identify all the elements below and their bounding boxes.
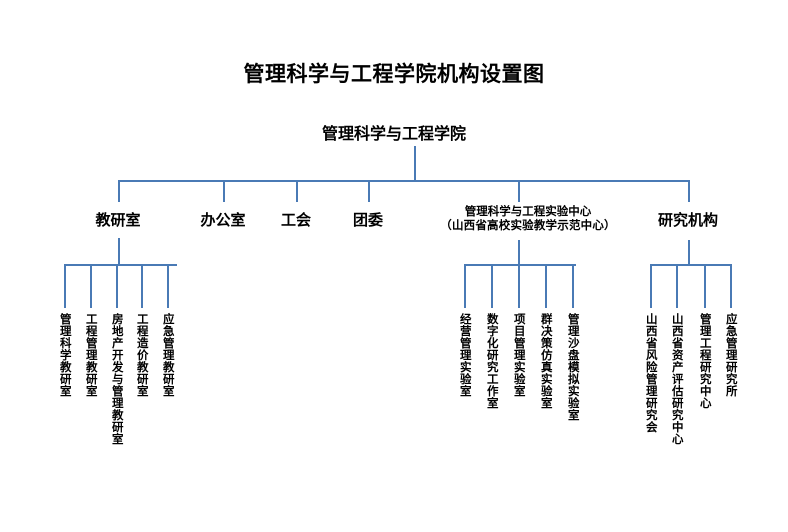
connector-lab-drop-2 (491, 264, 493, 308)
connector-drop-teaching (118, 180, 120, 202)
connector-lab-drop-4 (545, 264, 547, 308)
connector-drop-research (688, 180, 690, 202)
connector-root-stem (414, 146, 416, 181)
connector-research-stem (688, 240, 690, 265)
leaf-label-group-decision-simulation-lab: 群决策仿真实验室 (539, 313, 554, 409)
connector-lab-drop-1 (464, 264, 466, 308)
connector-drop-lab-center (518, 180, 520, 202)
leaf-label-shanxi-risk-management-association: 山西省风险管理研究会 (644, 313, 659, 433)
connector-teaching-drop-1 (64, 264, 66, 308)
level2-node-research-institutions: 研究机构 (658, 211, 718, 230)
level2-label: 管理科学与工程实验中心 (464, 204, 592, 218)
level2-label: 教研室 (95, 211, 141, 229)
level2-node-teaching-offices: 教研室 (95, 211, 140, 230)
connector-research-drop-3 (704, 264, 706, 308)
connector-research-bus (650, 264, 731, 266)
level2-node-administrative-office: 办公室 (200, 211, 245, 230)
connector-teaching-drop-4 (141, 264, 143, 308)
leaf-label-shanxi-asset-appraisal-center: 山西省资产评估研究中心 (670, 313, 685, 445)
leaf-label-cost-engineering-office: 工程造价教研室 (135, 313, 150, 397)
level2-label: 团委 (352, 211, 384, 229)
connector-teaching-drop-5 (167, 264, 169, 308)
connector-lab-drop-3 (518, 264, 520, 308)
connector-lab-stem (518, 240, 520, 265)
connector-teaching-stem (118, 238, 120, 265)
connector-drop-office (223, 180, 225, 202)
connector-teaching-drop-2 (90, 264, 92, 308)
connector-lab-drop-5 (572, 264, 574, 308)
leaf-label-project-management-lab: 项目管理实验室 (512, 313, 527, 397)
connector-teaching-drop-3 (116, 264, 118, 308)
connector-research-drop-1 (650, 264, 652, 308)
chart-title: 管理科学与工程学院机构设置图 (243, 62, 545, 86)
level2-node-youth-league: 团委 (353, 211, 383, 230)
connector-drop-youth-league (368, 180, 370, 202)
connector-level2-bus (118, 180, 690, 182)
connector-research-drop-4 (730, 264, 732, 308)
leaf-label-emergency-management-office: 应急管理教研室 (161, 313, 176, 397)
leaf-label-real-estate-office: 房地产开发与管理教研室 (110, 313, 125, 445)
level2-node-experiment-center: 管理科学与工程实验中心 （山西省高校实验教学示范中心） (440, 204, 616, 233)
root-node-label: 管理科学与工程学院 (321, 124, 466, 143)
leaf-label-digitalization-studio: 数字化研究工作室 (485, 313, 500, 409)
leaf-label-engineering-management-office: 工程管理教研室 (84, 313, 99, 397)
level2-label: 研究机构 (657, 211, 719, 229)
level2-label: 工会 (280, 211, 312, 229)
connector-drop-union (296, 180, 298, 202)
leaf-label-business-management-lab: 经营管理实验室 (458, 313, 473, 397)
leaf-label-management-engineering-center: 管理工程研究中心 (698, 313, 713, 409)
level2-label: 办公室 (200, 211, 246, 229)
connector-teaching-bus (64, 264, 177, 266)
leaf-label-management-science-office: 管理科学教研室 (58, 313, 73, 397)
leaf-label-emergency-management-institute: 应急管理研究所 (724, 313, 739, 397)
connector-lab-bus (464, 264, 576, 266)
level2-sublabel: （山西省高校实验教学示范中心） (440, 218, 616, 233)
leaf-label-management-sandbox-lab: 管理沙盘模拟实验室 (566, 313, 581, 421)
level2-node-labor-union: 工会 (281, 211, 311, 230)
connector-research-drop-2 (676, 264, 678, 308)
